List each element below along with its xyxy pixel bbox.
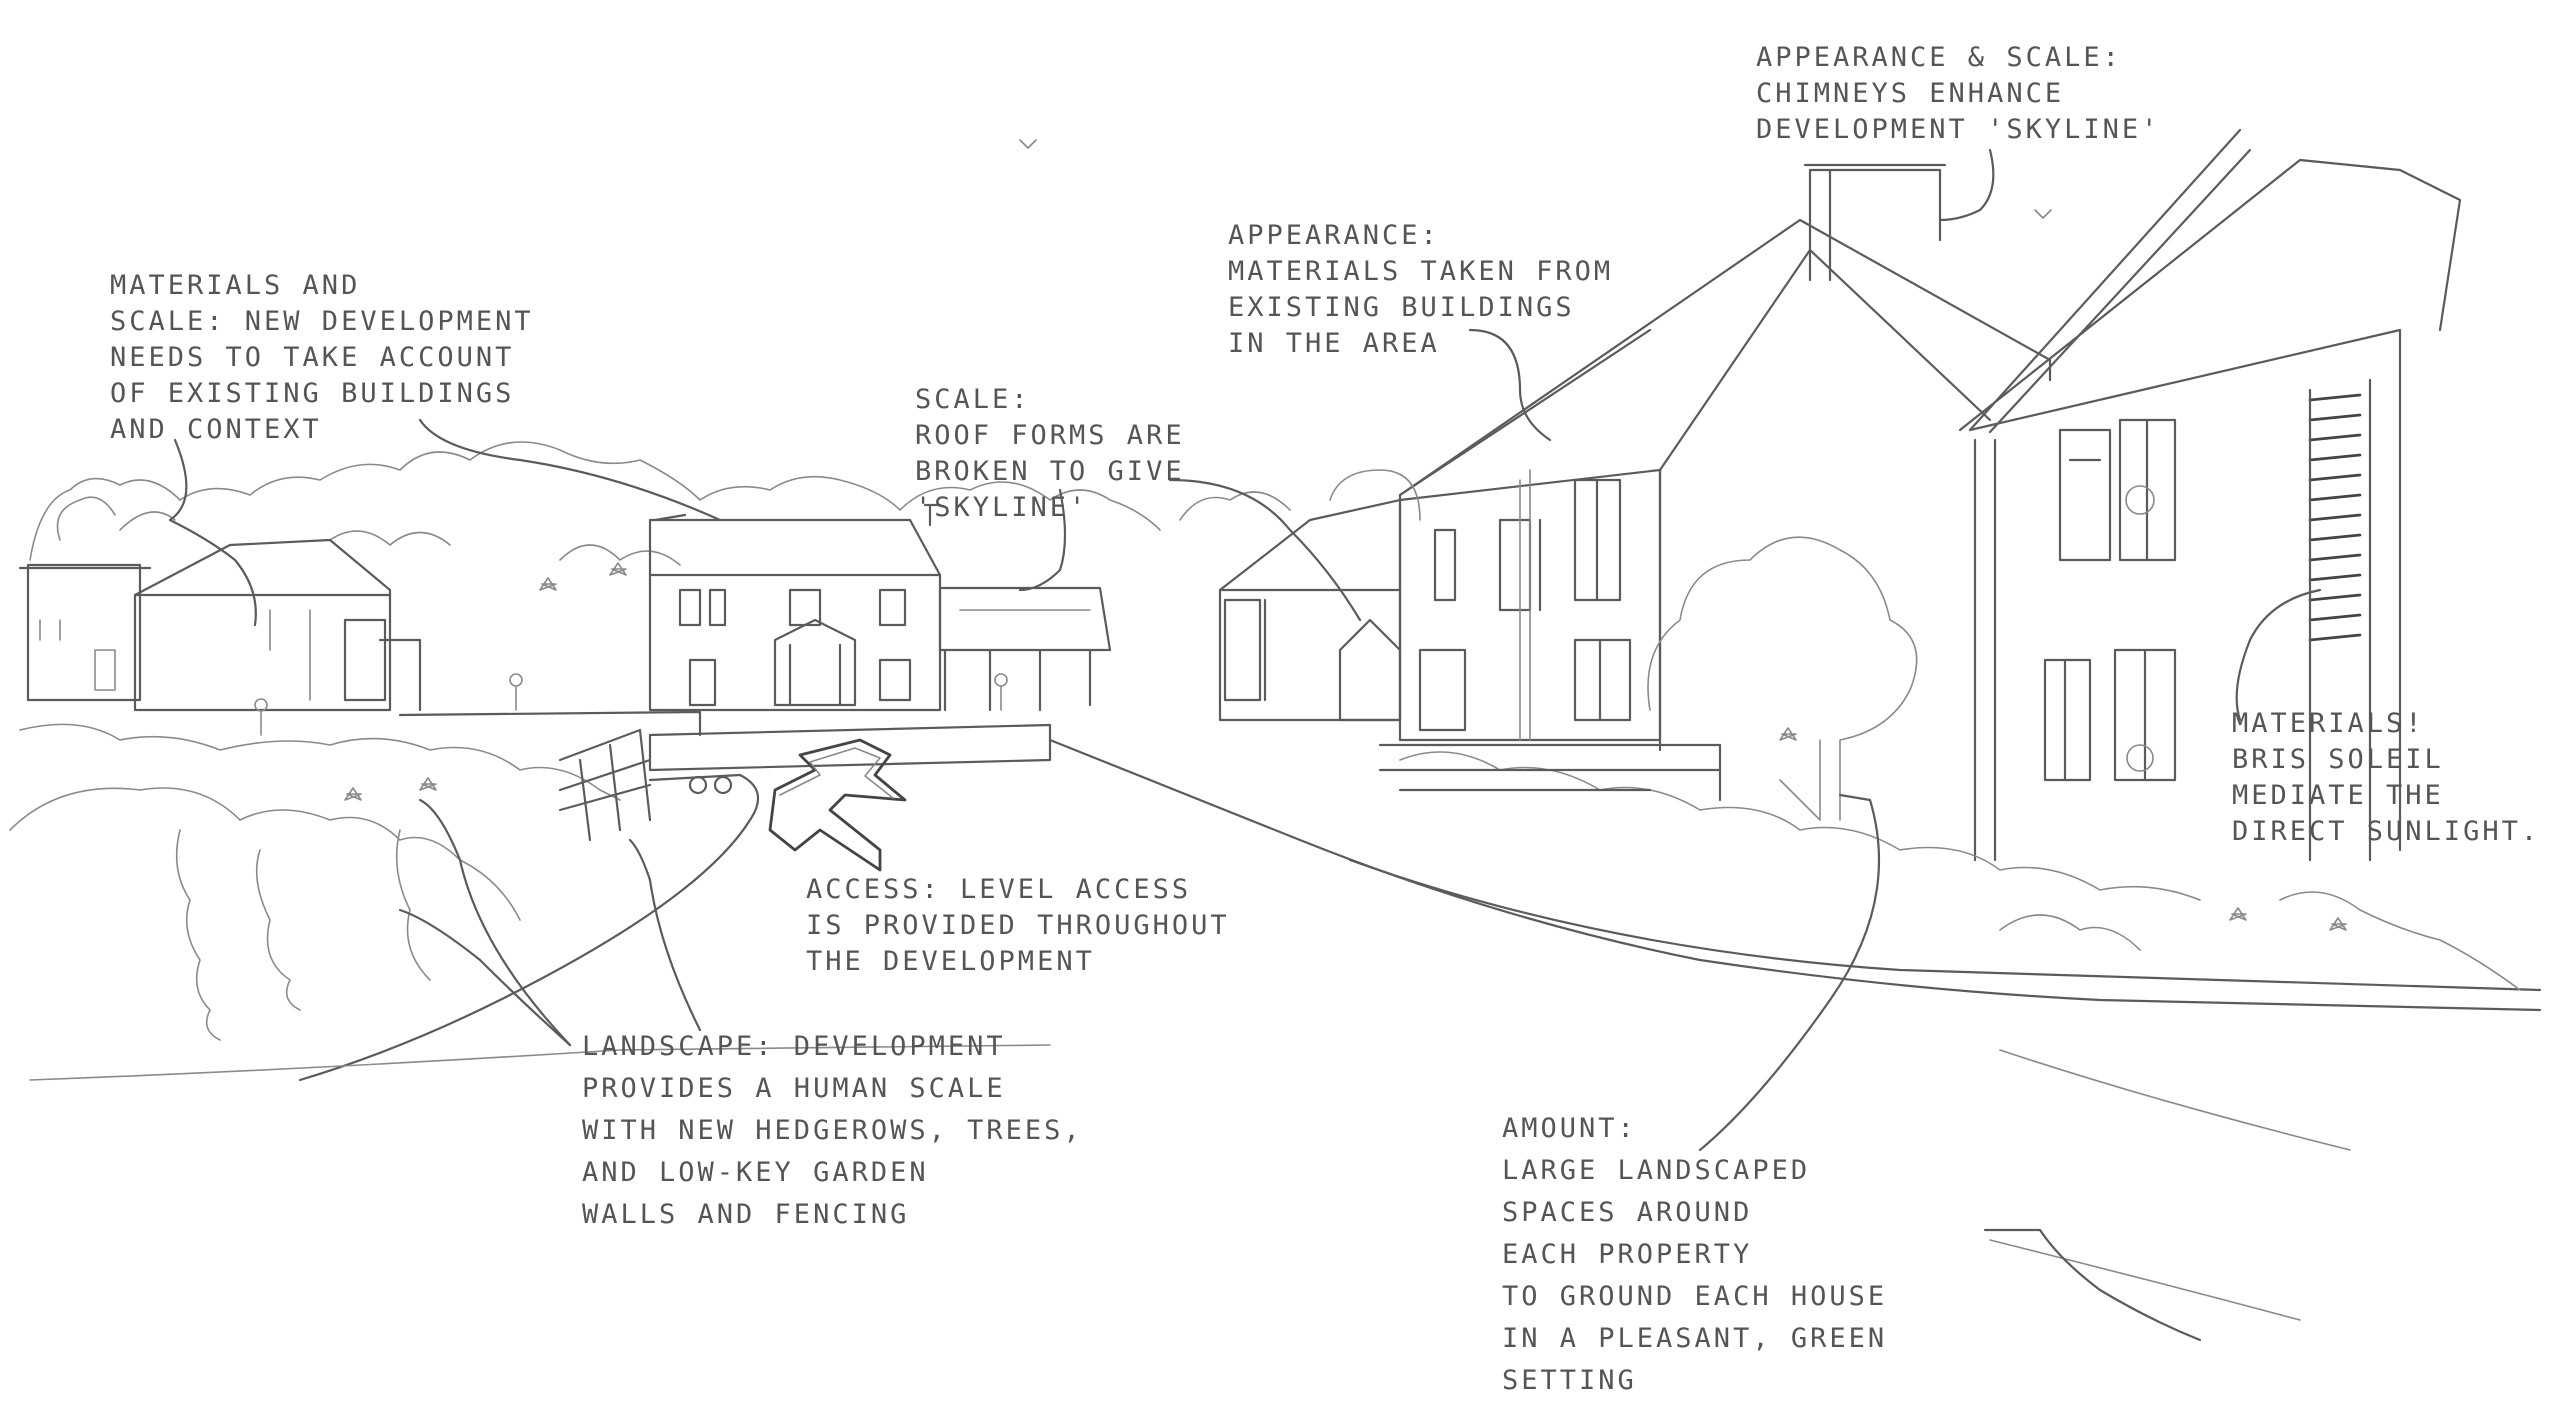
annotation-line: LANDSCAPE: DEVELOPMENT <box>582 1031 1006 1062</box>
annotation-line: BRIS SOLEIL <box>2232 744 2444 775</box>
annotation-line: CHIMNEYS ENHANCE <box>1756 78 2065 109</box>
access-arrow <box>768 738 907 872</box>
leader-materials-scale-2 <box>418 418 722 522</box>
annotation-access: ACCESS: LEVEL ACCESS IS PROVIDED THROUGH… <box>806 872 1230 980</box>
annotation-line: IS PROVIDED THROUGHOUT <box>806 910 1230 941</box>
access-arrow-inner <box>779 747 894 799</box>
left-house <box>133 538 422 712</box>
annotation-line: WALLS AND FENCING <box>582 1199 910 1230</box>
leader-amount <box>1698 793 1880 1152</box>
annotation-line: DIRECT SUNLIGHT. <box>2232 816 2541 847</box>
leader-brise-soleil <box>2235 588 2322 722</box>
annotation-line: TO GROUND EACH HOUSE <box>1502 1281 1888 1312</box>
people-figures <box>254 673 1008 736</box>
annotation-line: OF EXISTING BUILDINGS <box>110 378 515 409</box>
sky-check-marks <box>1019 139 2052 219</box>
annotation-line: APPEARANCE & SCALE: <box>1756 42 2122 73</box>
annotation-line: EACH PROPERTY <box>1502 1239 1753 1270</box>
annotation-line: NEEDS TO TAKE ACCOUNT <box>110 342 515 373</box>
right-garden-wall <box>1378 743 1722 802</box>
annotation-line: IN A PLEASANT, GREEN <box>1502 1323 1888 1354</box>
annotation-appearance-chimneys: APPEARANCE & SCALE: CHIMNEYS ENHANCE DEV… <box>1756 40 2160 148</box>
annotation-line: ROOF FORMS ARE <box>915 420 1185 451</box>
annotation-line: MATERIALS! <box>2232 708 2425 739</box>
garden-fence <box>558 728 652 842</box>
annotation-line: MATERIALS TAKEN FROM <box>1228 256 1614 287</box>
row-houses <box>1218 498 1402 722</box>
tree-mid-right <box>1647 536 1918 821</box>
road-corner-right <box>1983 1228 2202 1342</box>
right-foreground-vegetation <box>1999 891 2521 991</box>
annotation-line: EXISTING BUILDINGS <box>1228 292 1575 323</box>
right-house <box>1958 128 2462 862</box>
annotation-line: AND CONTEXT <box>110 414 322 445</box>
road-far-right-edge <box>1348 858 2542 992</box>
leader-landscape-2 <box>418 798 572 1047</box>
annotation-line: AND LOW-KEY GARDEN <box>582 1157 929 1188</box>
left-hedge <box>19 723 621 801</box>
annotation-amount: AMOUNT: LARGE LANDSCAPED SPACES AROUND E… <box>1502 1108 1887 1402</box>
central-house <box>648 503 942 712</box>
far-left-cottage <box>18 563 152 702</box>
annotation-line: MEDIATE THE <box>2232 780 2444 811</box>
annotation-line: ACCESS: LEVEL ACCESS <box>806 874 1192 905</box>
annotation-materials-scale: MATERIALS AND SCALE: NEW DEVELOPMENT NEE… <box>110 268 534 448</box>
annotation-line: AMOUNT: <box>1502 1113 1637 1144</box>
annotation-line: 'SKYLINE' <box>915 492 1089 523</box>
annotation-line: SCALE: <box>915 384 1031 415</box>
leader-chimneys <box>1938 148 1995 222</box>
leader-landscape-3 <box>628 838 702 1032</box>
left-trees <box>56 496 681 566</box>
annotation-line: WITH NEW HEDGEROWS, TREES, <box>582 1115 1083 1146</box>
annotation-line: BROKEN TO GIVE <box>915 456 1185 487</box>
annotation-line: THE DEVELOPMENT <box>806 946 1095 977</box>
leader-appearance-materials <box>1468 328 1552 442</box>
annotation-line: PROVIDES A HUMAN SCALE <box>582 1073 1006 1104</box>
leader-materials-scale <box>168 438 257 627</box>
garden-star-marks <box>344 562 2347 931</box>
annotation-appearance-materials: APPEARANCE: MATERIALS TAKEN FROM EXISTIN… <box>1228 218 1613 362</box>
left-garden-mound <box>9 787 521 921</box>
chimney-house <box>1398 163 2052 752</box>
path-circles <box>688 775 733 795</box>
annotation-line: IN THE AREA <box>1228 328 1440 359</box>
road-edge-left <box>298 773 760 1082</box>
annotation-materials-brise-soleil: MATERIALS! BRIS SOLEIL MEDIATE THE DIREC… <box>2232 706 2540 850</box>
garden-wall-center <box>398 710 1052 772</box>
annotation-landscape: LANDSCAPE: DEVELOPMENT PROVIDES A HUMAN … <box>582 1026 1083 1236</box>
garage-building <box>938 586 1112 712</box>
small-tree-left-of-right-house <box>1329 469 1421 521</box>
annotation-line: DEVELOPMENT 'SKYLINE' <box>1756 114 2161 145</box>
leader-scale-roofs <box>1018 488 1067 592</box>
annotation-line: SCALE: NEW DEVELOPMENT <box>110 306 534 337</box>
leader-scale-row <box>1168 478 1362 622</box>
leader-landscape <box>398 908 572 1047</box>
annotation-line: APPEARANCE: <box>1228 220 1440 251</box>
annotation-line: SPACES AROUND <box>1502 1197 1753 1228</box>
annotation-scale-roofs: SCALE: ROOF FORMS ARE BROKEN TO GIVE 'SK… <box>915 382 1185 526</box>
annotation-line: MATERIALS AND <box>110 270 361 301</box>
road-lines-foreground <box>29 1044 2351 1321</box>
left-foreground-vegetation <box>175 829 431 1041</box>
annotation-line: SETTING <box>1502 1365 1637 1396</box>
annotation-line: LARGE LANDSCAPED <box>1502 1155 1811 1186</box>
background-tree-line <box>29 441 1291 561</box>
road-right-edge <box>1048 738 2542 1012</box>
right-garden-hedge <box>1399 751 2201 901</box>
